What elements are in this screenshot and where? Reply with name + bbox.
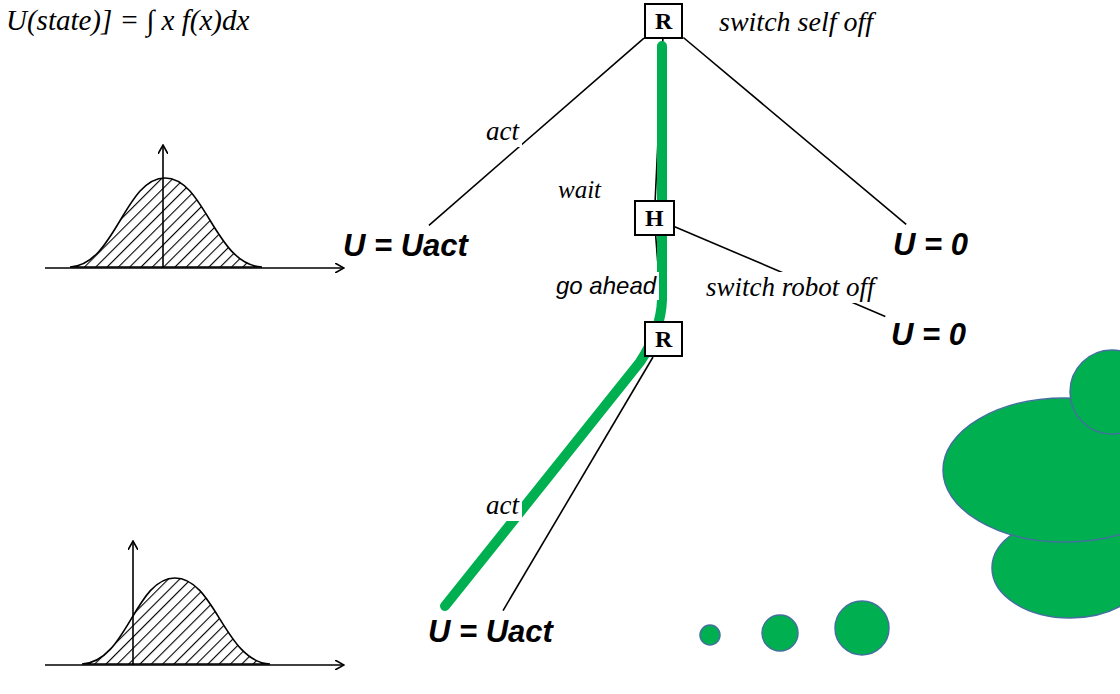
thought-bubble xyxy=(835,601,889,655)
utility-outcome: U = 0 xyxy=(891,227,970,263)
action-label: act xyxy=(483,490,522,521)
player-letter: H xyxy=(645,203,664,233)
highlighted-path xyxy=(445,46,662,606)
tree-branch xyxy=(503,357,653,611)
action-label: go ahead xyxy=(553,272,659,300)
thought-bubble xyxy=(700,625,720,645)
axis-y xyxy=(162,146,164,268)
axis-x xyxy=(45,267,343,269)
action-label: act xyxy=(483,116,522,147)
robot-decision-box: R xyxy=(644,321,683,357)
thought-cloud xyxy=(1070,350,1120,434)
player-letter: R xyxy=(655,6,672,36)
action-label: switch self off xyxy=(716,6,876,38)
tree-branch xyxy=(429,38,644,225)
utility-outcome: U = Uact xyxy=(341,228,470,264)
utility-outcome: U = Uact xyxy=(426,614,555,650)
axis-y xyxy=(132,542,134,665)
action-label: wait xyxy=(555,176,604,204)
utility-text: U = Uact xyxy=(343,228,468,264)
distribution-curve xyxy=(70,178,262,267)
human-decision-box: H xyxy=(634,200,675,236)
utility-outcome: U = 0 xyxy=(889,317,968,353)
tree-branch xyxy=(683,38,906,225)
utility-text: U = 0 xyxy=(891,317,966,353)
distribution-curve xyxy=(82,578,270,664)
utility-text: U = Uact xyxy=(428,614,553,650)
formula: U(state)] = ∫ x f(x)dx xyxy=(6,4,249,37)
thought-bubble xyxy=(762,615,798,651)
player-letter: R xyxy=(655,324,672,354)
robot-decision-box: R xyxy=(644,3,683,39)
axis-x xyxy=(45,664,343,666)
tree-branch xyxy=(675,227,886,317)
action-label: switch robot off xyxy=(703,272,878,303)
utility-text: U = 0 xyxy=(893,227,968,263)
